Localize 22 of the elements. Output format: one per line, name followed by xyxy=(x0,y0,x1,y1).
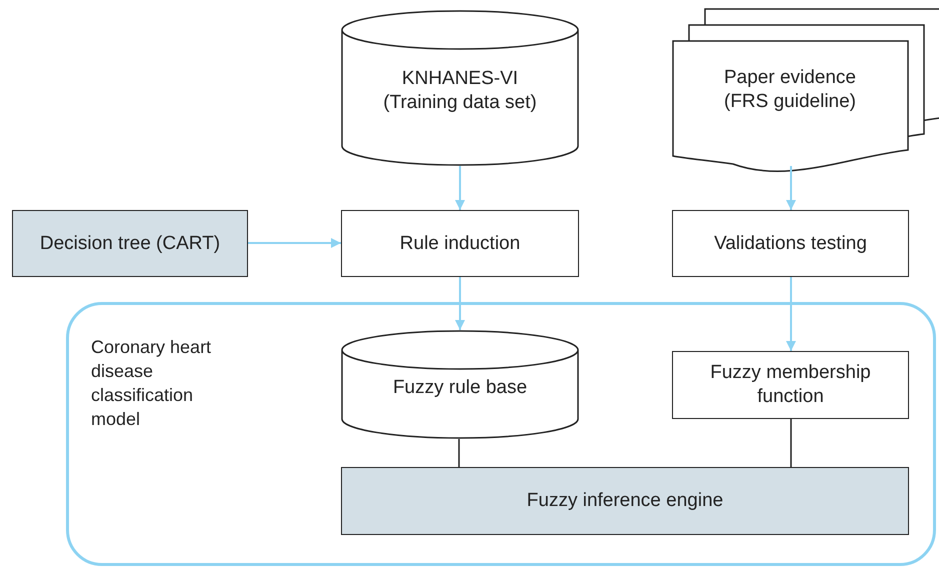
process-box xyxy=(672,351,909,419)
node-label: Fuzzy inference engine xyxy=(526,489,724,513)
node-label: KNHANES-VI (Training data set) xyxy=(382,67,538,115)
connector-line xyxy=(458,439,460,467)
group-container xyxy=(66,302,936,566)
process-box xyxy=(672,210,909,277)
node-label: Paper evidence (FRS guideline) xyxy=(722,66,858,114)
arrow xyxy=(455,277,465,330)
node-label: Rule induction xyxy=(400,232,520,256)
node-label: Fuzzy rule base xyxy=(392,376,528,400)
arrow xyxy=(455,166,465,210)
node-label: Validations testing xyxy=(714,232,867,256)
connector-line xyxy=(790,419,792,467)
arrow xyxy=(248,238,341,248)
engine-box xyxy=(341,467,909,535)
arrow xyxy=(786,166,796,210)
process-box xyxy=(12,210,248,277)
group-label: Coronary heart disease classification model xyxy=(91,336,212,431)
node-label: Decision tree (CART) xyxy=(40,232,220,256)
arrow xyxy=(786,277,796,351)
node-label: Fuzzy membership function xyxy=(709,361,872,409)
process-box xyxy=(341,210,579,277)
